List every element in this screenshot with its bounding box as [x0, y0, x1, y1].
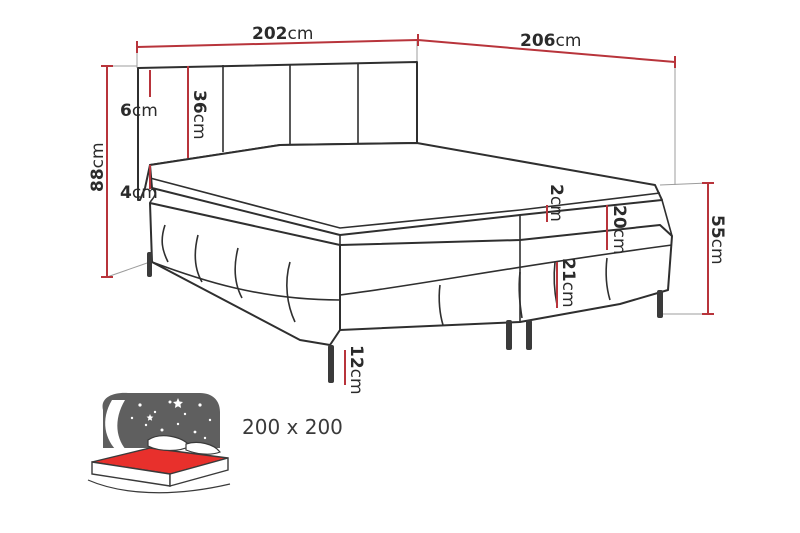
topper-label: 2cm: [546, 184, 566, 222]
leg-front-left: [328, 345, 334, 383]
headboard-top-label: 6cm: [120, 101, 158, 121]
bed-base-side: [339, 224, 673, 331]
size-caption: 200 x 200: [242, 415, 343, 439]
mattress-night-sky-icon: [87, 392, 231, 494]
legs-label: 12cm: [346, 345, 366, 395]
leg-front-mid-b: [526, 320, 532, 350]
mattress-label: 20cm: [609, 205, 629, 255]
dimension-lines: [101, 34, 714, 385]
leg-front-mid-a: [506, 320, 512, 350]
leg-back-left: [147, 252, 152, 277]
bed-illustration: [137, 61, 673, 383]
leg-back-right: [657, 290, 663, 318]
dimension-labels: 202cm 206cm 88cm 6cm 36cm 4cm 2cm 20cm 2…: [88, 24, 727, 395]
base-label: 21cm: [558, 258, 578, 308]
width-label: 202cm: [252, 24, 313, 44]
bed-height-label: 55cm: [707, 215, 727, 265]
total-height-label: 88cm: [88, 142, 108, 192]
headboard-gap-label: 4cm: [120, 183, 158, 203]
length-label: 206cm: [520, 31, 581, 51]
headboard-panel-label: 36cm: [189, 90, 209, 140]
